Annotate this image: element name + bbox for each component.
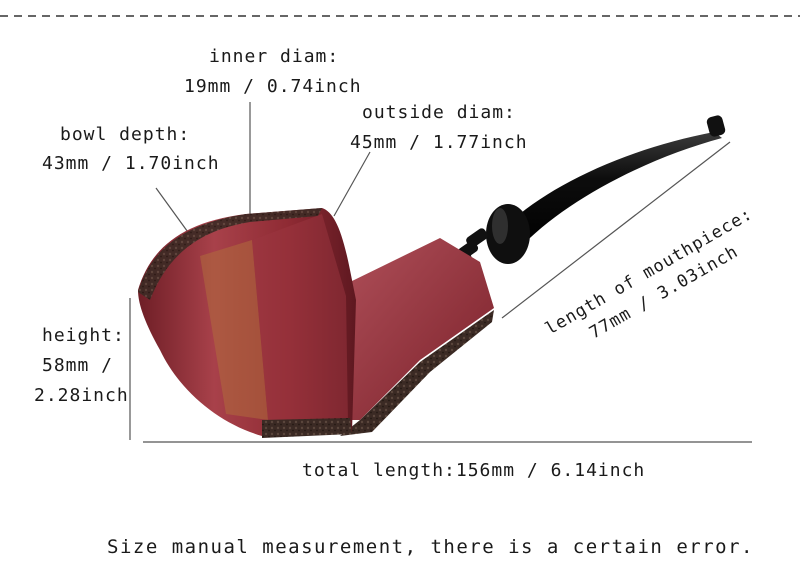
outside-diam-value: 45mm / 1.77inch [350, 132, 528, 153]
inner-diam-value: 19mm / 0.74inch [184, 76, 362, 97]
inner-diam-title: inner diam: [209, 46, 340, 67]
bowl-rusticated-rim [138, 208, 322, 300]
height-value-line2: 2.28inch [34, 385, 129, 406]
measurement-note: Size manual measurement, there is a cert… [107, 536, 754, 558]
pipe-stem [500, 132, 722, 248]
stem-collar [486, 204, 530, 264]
stem-button [706, 115, 726, 137]
bowl-rusticated-bottom [262, 418, 352, 438]
mouthpiece-dimension-line [501, 141, 731, 319]
outside-diam-pointer [333, 151, 371, 217]
height-value-line1: 58mm / [42, 355, 114, 376]
bowl-inner-panel [200, 240, 268, 420]
total-length-label: total length:156mm / 6.14inch [302, 460, 646, 481]
height-title: height: [42, 325, 125, 346]
outside-diam-title: outside diam: [362, 102, 516, 123]
bowl-depth-value: 43mm / 1.70inch [42, 153, 220, 174]
pipe-shank [340, 238, 494, 420]
shank-rusticated-underside [340, 310, 494, 436]
bowl-depth-title: bowl depth: [60, 124, 191, 145]
pipe-illustration [138, 115, 726, 438]
